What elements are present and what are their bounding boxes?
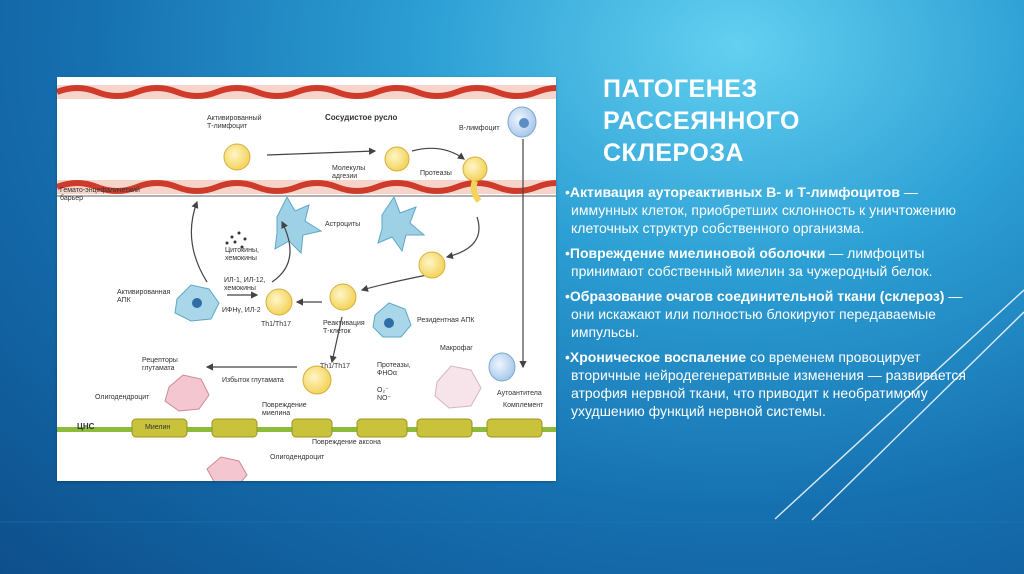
label-myelin-damage: Повреждение миелина [262, 402, 307, 417]
bbb-wall [57, 180, 556, 197]
label-activated-t: Активированный Т-лимфоцит [207, 115, 262, 130]
activated-t-cell-vessel [223, 143, 251, 171]
label-ifn: ИФНγ, ИЛ-2 [222, 307, 261, 314]
label-adhesion: Молекулы адгезии [332, 165, 366, 180]
bullet-item: •Активация аутореактивных В- и Т-лимфоци… [565, 184, 956, 236]
astrocytes [274, 195, 426, 255]
label-cns: ЦНС [77, 422, 95, 431]
bullet-item: •Хроническое воспаление со временем пров… [565, 349, 967, 419]
diagram-artwork [57, 85, 556, 481]
label-ros: O₂⁻ NO⁻ [377, 387, 392, 402]
slide-title: ПАТОГЕНЕЗ РАССЕЯННОГО СКЛЕРОЗА [603, 75, 801, 167]
pathogenesis-diagram: Сосудистое русло Активированный Т-лимфоц… [57, 77, 556, 481]
label-b-cell: В-лимфоцит [459, 125, 500, 132]
bullet-list: •Активация аутореактивных В- и Т-лимфоци… [565, 183, 983, 427]
label-myelin: Миелин [145, 424, 171, 431]
label-bbb: Гемато-энцефалический барьер [60, 187, 140, 202]
label-oligo-bottom: Олигодендроцит [270, 454, 325, 461]
label-complement: Комплемент [503, 402, 544, 409]
label-autoantibodies: Аутоантитела [497, 390, 542, 397]
bullet-item: •Повреждение миелиновой оболочки — лимфо… [565, 245, 933, 279]
axon-myelin [57, 418, 556, 438]
label-cytokines: Цитокины, хемокины [225, 247, 259, 262]
oligodendrocyte-bottom [206, 456, 248, 481]
label-proteases: Протеазы [420, 170, 452, 177]
label-macrophage: Макрофаг [440, 345, 473, 352]
label-axon-damage: Повреждение аксона [312, 439, 381, 446]
bullet-item: •Образование очагов соединительной ткани… [565, 288, 963, 340]
label-astrocytes: Астроциты [325, 221, 361, 228]
label-resident-apc: Резидентная АПК [417, 317, 475, 324]
label-receptors: Рецепторы глутамата [142, 357, 178, 372]
label-th-top: Th1/Th17 [261, 321, 291, 328]
label-vessel: Сосудистое русло [325, 113, 398, 122]
label-glutamate: Избыток глутамата [222, 377, 284, 384]
label-proteases-tnf: Протеазы, ФНОα [377, 362, 411, 377]
macrophage [434, 365, 482, 409]
label-reactivation: Реактивация Т-клеток [323, 320, 365, 335]
label-th-bottom: Th1/Th17 [320, 363, 350, 370]
label-il: ИЛ-1, ИЛ-12, хемокины [224, 277, 266, 292]
label-activated-apc: Активированная АПК [117, 289, 171, 304]
label-oligo-top: Олигодендроцит [95, 394, 150, 401]
vessel-wall-top [57, 85, 556, 99]
oligodendrocyte-top [164, 374, 210, 412]
